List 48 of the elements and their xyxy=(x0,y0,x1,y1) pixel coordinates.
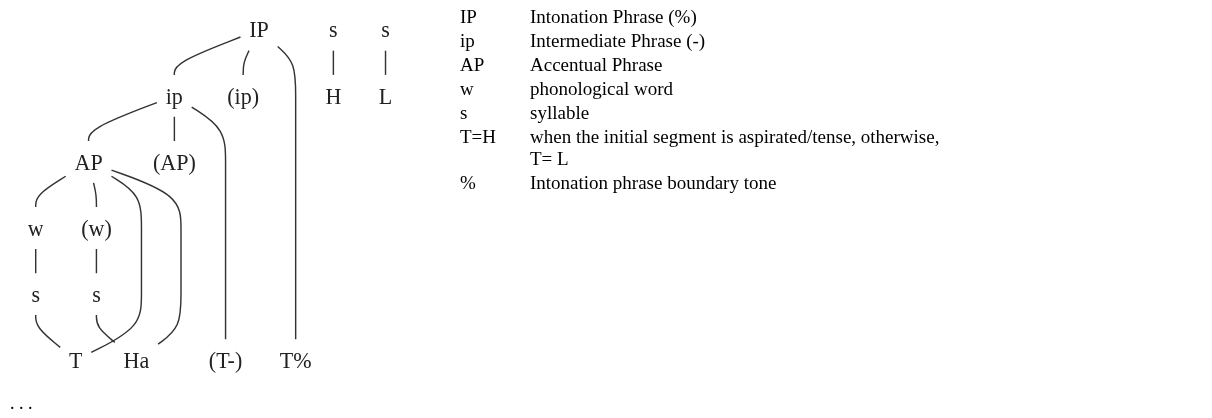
connector xyxy=(35,314,61,349)
node-text: s xyxy=(31,282,40,307)
connector xyxy=(332,49,335,76)
key-term: ip xyxy=(460,30,476,52)
connector xyxy=(95,314,116,344)
node-text: L xyxy=(378,83,393,108)
node-text: s xyxy=(92,282,101,307)
node-text: AP xyxy=(74,149,103,175)
node-text: s xyxy=(329,17,338,42)
key-definition: Intonation phrase boundary tone xyxy=(530,172,778,194)
node-text: T% xyxy=(279,348,312,373)
connector xyxy=(173,116,176,142)
key-term: % xyxy=(460,172,477,194)
node-text: (T-) xyxy=(208,348,243,373)
key-term: w xyxy=(460,78,475,100)
connector xyxy=(95,248,98,274)
key-definition: Intermediate Phrase (-) xyxy=(530,30,707,52)
key-definition: syllable xyxy=(530,102,591,124)
node-text: Ha xyxy=(123,348,150,373)
connector xyxy=(277,45,297,341)
node-text: (ip) xyxy=(227,83,260,108)
ellipsis-text: . . . xyxy=(10,393,33,414)
key-definition: Accentual Phrase xyxy=(530,54,664,76)
key-definition: when the initial segment is aspirated/tense, otherwise, T= L xyxy=(530,126,941,170)
connector xyxy=(110,169,182,345)
connector xyxy=(92,182,98,208)
node-text: w xyxy=(27,215,44,241)
connector xyxy=(190,106,227,341)
node-text: T xyxy=(69,348,83,373)
connector xyxy=(35,175,67,208)
connector xyxy=(87,101,158,142)
connector xyxy=(242,49,250,76)
node-text: (w) xyxy=(81,215,112,241)
key-definition: phonological word xyxy=(530,78,674,100)
key-definition: Intonation Phrase (%) xyxy=(530,6,698,28)
node-text: s xyxy=(381,17,390,42)
key-term: s xyxy=(460,102,469,124)
connector xyxy=(90,175,143,354)
connector xyxy=(35,248,37,274)
node-text: IP xyxy=(249,17,269,42)
key-term: T=H xyxy=(460,126,498,149)
key-term: AP xyxy=(460,54,486,76)
node-text: ip xyxy=(165,83,183,108)
node-text: H xyxy=(325,83,342,108)
key-term: IP xyxy=(460,6,478,28)
connector xyxy=(384,49,387,76)
connector xyxy=(173,36,242,76)
node-text: (AP) xyxy=(152,149,196,175)
